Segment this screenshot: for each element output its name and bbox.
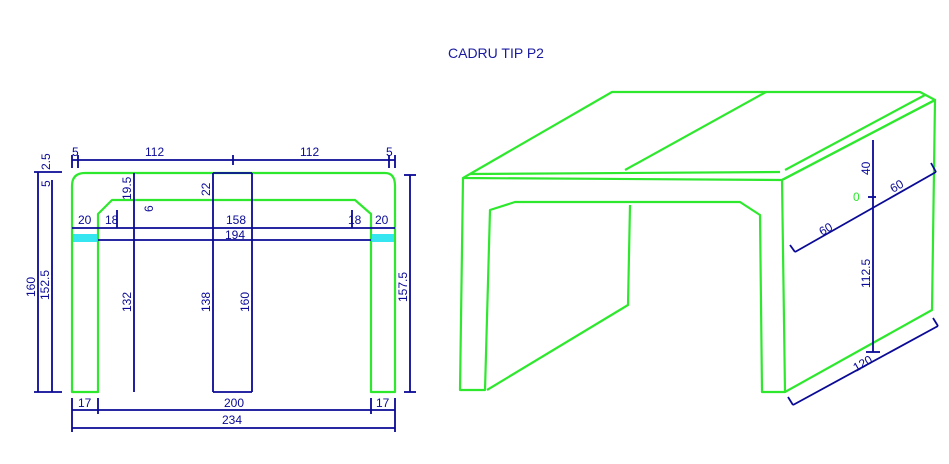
dim-haunch-18-left: 18 <box>105 213 119 227</box>
dim-top-5-right: 5 <box>386 145 393 159</box>
dim-left-152-5: 152.5 <box>38 270 52 300</box>
iso-side-face <box>781 98 937 393</box>
dim-top-112-left: 112 <box>145 145 164 159</box>
dim-height-160: 160 <box>238 292 252 312</box>
dim-bottom-17-left: 17 <box>78 396 92 410</box>
dim-slab-19-5: 19.5 <box>120 176 134 200</box>
dim-height-132: 132 <box>120 292 134 312</box>
iso-dimensions <box>787 140 939 406</box>
section-dimension-labels: 5 112 112 5 5 2.5 160 152.5 157.5 19.5 6… <box>24 145 410 427</box>
dim-left-2-5: 2.5 <box>39 153 53 170</box>
iso-dimension-labels: 40 0 60 60 112.5 120 <box>817 161 907 374</box>
dim-inner-194: 194 <box>225 228 245 242</box>
dim-haunch-20-left: 20 <box>78 213 92 227</box>
iso-front-face <box>458 177 787 394</box>
iso-dim-40: 40 <box>859 161 873 175</box>
cross-section <box>70 171 397 394</box>
dim-haunch-20-right: 20 <box>375 213 389 227</box>
dim-total-234: 234 <box>222 413 242 427</box>
dim-slab-22: 22 <box>199 182 213 196</box>
drawing-title: CADRU TIP P2 <box>448 45 544 61</box>
iso-back-leg <box>486 204 632 391</box>
section-dimensions <box>34 155 416 432</box>
iso-dim-0: 0 <box>853 190 860 204</box>
isometric-view <box>458 90 937 394</box>
dim-top-5-left: 5 <box>72 145 79 159</box>
dim-height-138: 138 <box>199 292 213 312</box>
iso-dim-60-right: 60 <box>888 177 907 196</box>
band-left <box>73 234 97 242</box>
dim-bottom-200: 200 <box>224 396 244 410</box>
dim-left-160: 160 <box>24 277 38 297</box>
dim-bottom-17-right: 17 <box>376 396 390 410</box>
iso-dim-60-left: 60 <box>817 220 836 239</box>
section-body <box>70 171 397 394</box>
iso-top-face <box>461 90 937 182</box>
dim-haunch-18-right: 18 <box>348 213 362 227</box>
dim-slab-6: 6 <box>142 205 156 212</box>
dim-inner-158: 158 <box>226 213 246 227</box>
band-right <box>372 234 394 242</box>
dim-left-5: 5 <box>39 180 53 187</box>
dim-right-157-5: 157.5 <box>396 272 410 302</box>
iso-dim-112-5: 112.5 <box>859 259 873 288</box>
dim-top-112-right: 112 <box>300 145 319 159</box>
